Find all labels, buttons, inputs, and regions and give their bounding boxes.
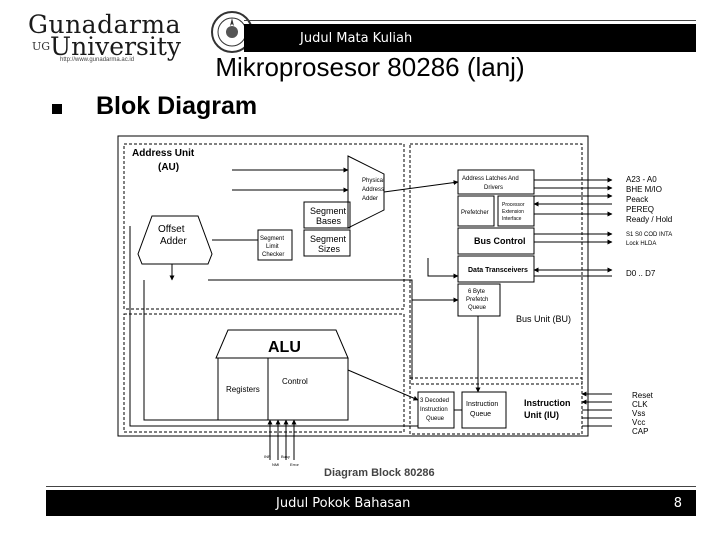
alu-input-error: Error (290, 462, 300, 467)
segment-limit-line2: Limit (266, 244, 279, 250)
pin-reset: Reset (632, 391, 654, 400)
page-number: 8 (673, 496, 682, 511)
processor-extension-line2: Extension (502, 209, 524, 215)
prefetcher-label: Prefetcher (461, 210, 489, 216)
block-diagram: Address Unit (AU) Physical Address Adder… (117, 135, 672, 479)
pin-pereq: PEREQ (626, 205, 654, 214)
university-logo: Gunadarma UG University http://www.gunad… (22, 8, 253, 64)
alu-label: ALU (268, 339, 301, 356)
segment-limit-line1: Segment (260, 236, 284, 242)
pin-clk: CLK (632, 400, 648, 409)
segment-sizes-line1: Segment (310, 234, 347, 244)
pin-a23-a0: A23 - A0 (626, 175, 657, 184)
alu-input-nmi: NMI (272, 462, 279, 467)
offset-adder-line2: Adder (160, 236, 187, 247)
decoded-queue-line2: Instruction (420, 407, 448, 413)
physical-address-adder-line3: Adder (362, 196, 378, 202)
pin-d0-d7: D0 .. D7 (626, 269, 656, 278)
pin-lock-hlda: Lock HLDA (626, 241, 656, 247)
header-divider (244, 20, 696, 21)
instruction-unit-line1: Instruction (524, 398, 571, 408)
pin-s1-s0: S1 S0 COD INTA (626, 232, 672, 238)
logo-prefix: UG (32, 40, 51, 53)
bullet-icon (52, 104, 62, 114)
processor-extension-line3: Interface (502, 216, 522, 222)
instruction-unit-line2: Unit (IU) (524, 410, 559, 420)
prefetch-queue-line1: 6 Byte (468, 289, 486, 295)
slide-title: Mikroprosesor 80286 (lanj) (215, 52, 525, 82)
segment-sizes-line2: Sizes (318, 244, 341, 254)
logo-url: http://www.gunadarma.ac.id (60, 57, 135, 63)
decoded-queue-line3: Queue (426, 416, 445, 422)
address-latches-line2: Drivers (484, 185, 503, 191)
diagram-caption: Diagram Block 80286 (324, 467, 435, 479)
address-unit-label: Address Unit (132, 148, 195, 159)
header-bar: Judul Mata Kuliah (244, 24, 696, 52)
address-latches-line1: Address Latches And (462, 176, 519, 182)
logo-name-bottom: University (50, 32, 182, 61)
bus-control-label: Bus Control (474, 236, 526, 246)
segment-bases-line1: Segment (310, 206, 347, 216)
prefetch-queue-line2: Prefetch (466, 297, 488, 303)
instruction-queue-line1: Instruction (466, 401, 498, 408)
pin-vss: Vss (632, 409, 645, 418)
physical-address-adder-line2: Address (362, 187, 384, 193)
pin-peack: Peack (626, 195, 649, 204)
alu-input-inr: INR (264, 454, 271, 459)
bullet-heading: Blok Diagram (96, 92, 258, 120)
bus-unit-label: Bus Unit (BU) (516, 314, 571, 324)
pin-bhe-mio: BHE M/IO (626, 185, 662, 194)
pin-cap: CAP (632, 427, 648, 436)
logo-name-top: Gunadarma (28, 10, 182, 39)
processor-extension-line1: Processor (502, 202, 525, 208)
topic-title: Judul Pokok Bahasan (276, 496, 411, 511)
address-unit-abbr: (AU) (158, 162, 179, 173)
segment-limit-line3: Checker (262, 252, 284, 258)
course-title: Judul Mata Kuliah (300, 31, 413, 46)
footer-bar: Judul Pokok Bahasan 8 (46, 490, 696, 516)
registers-label: Registers (226, 385, 260, 394)
segment-bases-line2: Bases (316, 216, 342, 226)
pin-ready-hold: Ready / Hold (626, 215, 672, 224)
control-label: Control (282, 377, 308, 386)
offset-adder-line1: Offset (158, 224, 185, 235)
prefetch-queue-line3: Queue (468, 305, 487, 311)
instruction-queue-line2: Queue (470, 411, 491, 418)
physical-address-adder-line1: Physical (362, 178, 384, 184)
alu-input-busy: Busy (281, 454, 290, 459)
data-transceivers-label: Data Transceivers (468, 267, 528, 274)
decoded-queue-line1: 3 Decoded (420, 398, 449, 404)
pin-vcc: Vcc (632, 418, 645, 427)
footer-divider (46, 486, 696, 487)
